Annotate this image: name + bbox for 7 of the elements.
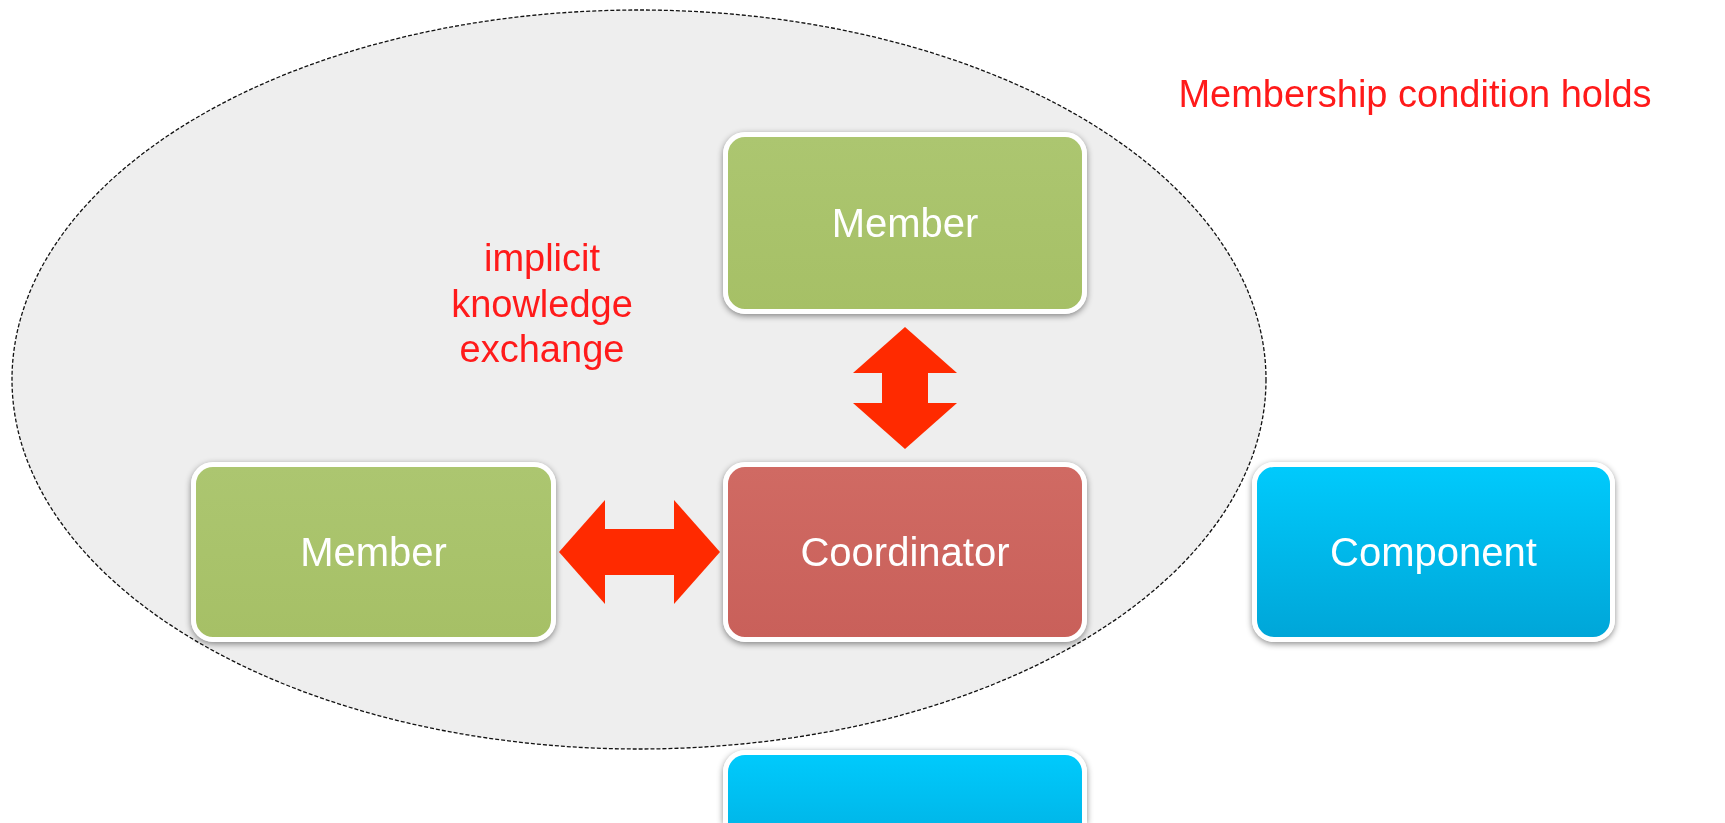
double-arrow bbox=[853, 327, 957, 449]
annotation-text: Membership condition holds bbox=[1177, 72, 1653, 117]
annotation-text: implicit knowledge exchange bbox=[450, 236, 634, 373]
process-box: Member bbox=[723, 132, 1087, 314]
coordinator-box: Coordinator bbox=[723, 462, 1087, 642]
double-arrow bbox=[559, 500, 720, 604]
process-box: Member bbox=[191, 462, 556, 642]
